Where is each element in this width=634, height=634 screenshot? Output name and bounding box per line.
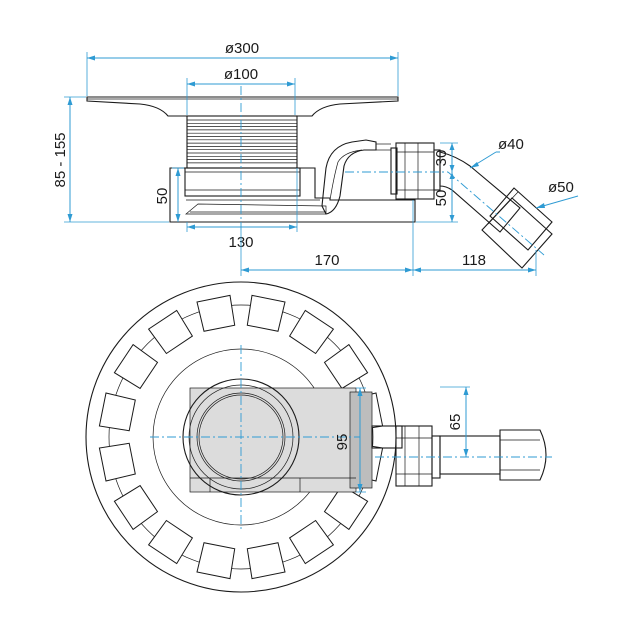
threaded-body <box>186 115 298 169</box>
flange-rib <box>288 309 335 355</box>
outlet-top <box>371 425 547 487</box>
flange-rib <box>246 294 286 332</box>
dim-outlet-offset: 170 <box>240 200 414 276</box>
trap-pipe <box>321 139 377 215</box>
label-height-range: 85 - 155 <box>52 132 69 187</box>
label-outlet-offset: 170 <box>314 252 339 269</box>
flange-rib <box>323 343 369 390</box>
flange-rib <box>113 484 159 531</box>
dim-height-range: 85 - 155 <box>52 96 169 223</box>
dim-outlet-center: 65 <box>440 386 470 457</box>
flange-rib <box>196 542 236 580</box>
label-inner-diameter: ø100 <box>224 66 258 83</box>
label-pipe-diameter-large: ø50 <box>548 179 574 196</box>
dim-housing-width: 95 <box>334 387 366 493</box>
flange-rib <box>113 343 159 390</box>
dim-inner-diameter: ø100 <box>186 66 296 115</box>
dim-outlet-height-lower: 50 <box>416 172 458 223</box>
flange-rib <box>196 294 236 332</box>
label-pipe-diameter-small: ø40 <box>498 136 524 153</box>
dim-outlet-length: 118 <box>413 250 537 276</box>
dim-pipe-diameter-large: ø50 <box>535 179 579 209</box>
top-view: 95 65 <box>85 281 552 593</box>
flange-rib <box>147 519 194 565</box>
label-body-height: 50 <box>154 188 171 205</box>
dim-body-width: 130 <box>186 168 298 251</box>
label-outlet-height-upper: 30 <box>433 150 450 167</box>
side-view: ø300 ø100 85 - 155 50 <box>52 40 579 276</box>
dim-body-height: 50 <box>154 167 184 222</box>
flange-plate <box>86 96 399 117</box>
angled-outlet-pipe <box>439 151 553 269</box>
outlet-nut <box>376 142 441 200</box>
flange-rib <box>246 542 286 580</box>
flange-rib <box>323 484 369 531</box>
label-flange-diameter: ø300 <box>225 40 259 57</box>
flange-rib <box>288 519 335 565</box>
label-outlet-center: 65 <box>447 414 464 431</box>
flange-rib <box>98 442 136 482</box>
trap-housing-top <box>189 387 357 493</box>
label-outlet-height-lower: 50 <box>433 190 450 207</box>
flange-rib <box>147 309 194 355</box>
label-outlet-length: 118 <box>462 252 486 269</box>
dim-pipe-diameter-small: ø40 <box>469 136 524 169</box>
flange-rib <box>98 392 136 432</box>
dim-flange-diameter: ø300 <box>86 40 399 96</box>
label-housing-width: 95 <box>334 434 351 451</box>
dim-outlet-height-upper: 30 <box>433 142 458 172</box>
